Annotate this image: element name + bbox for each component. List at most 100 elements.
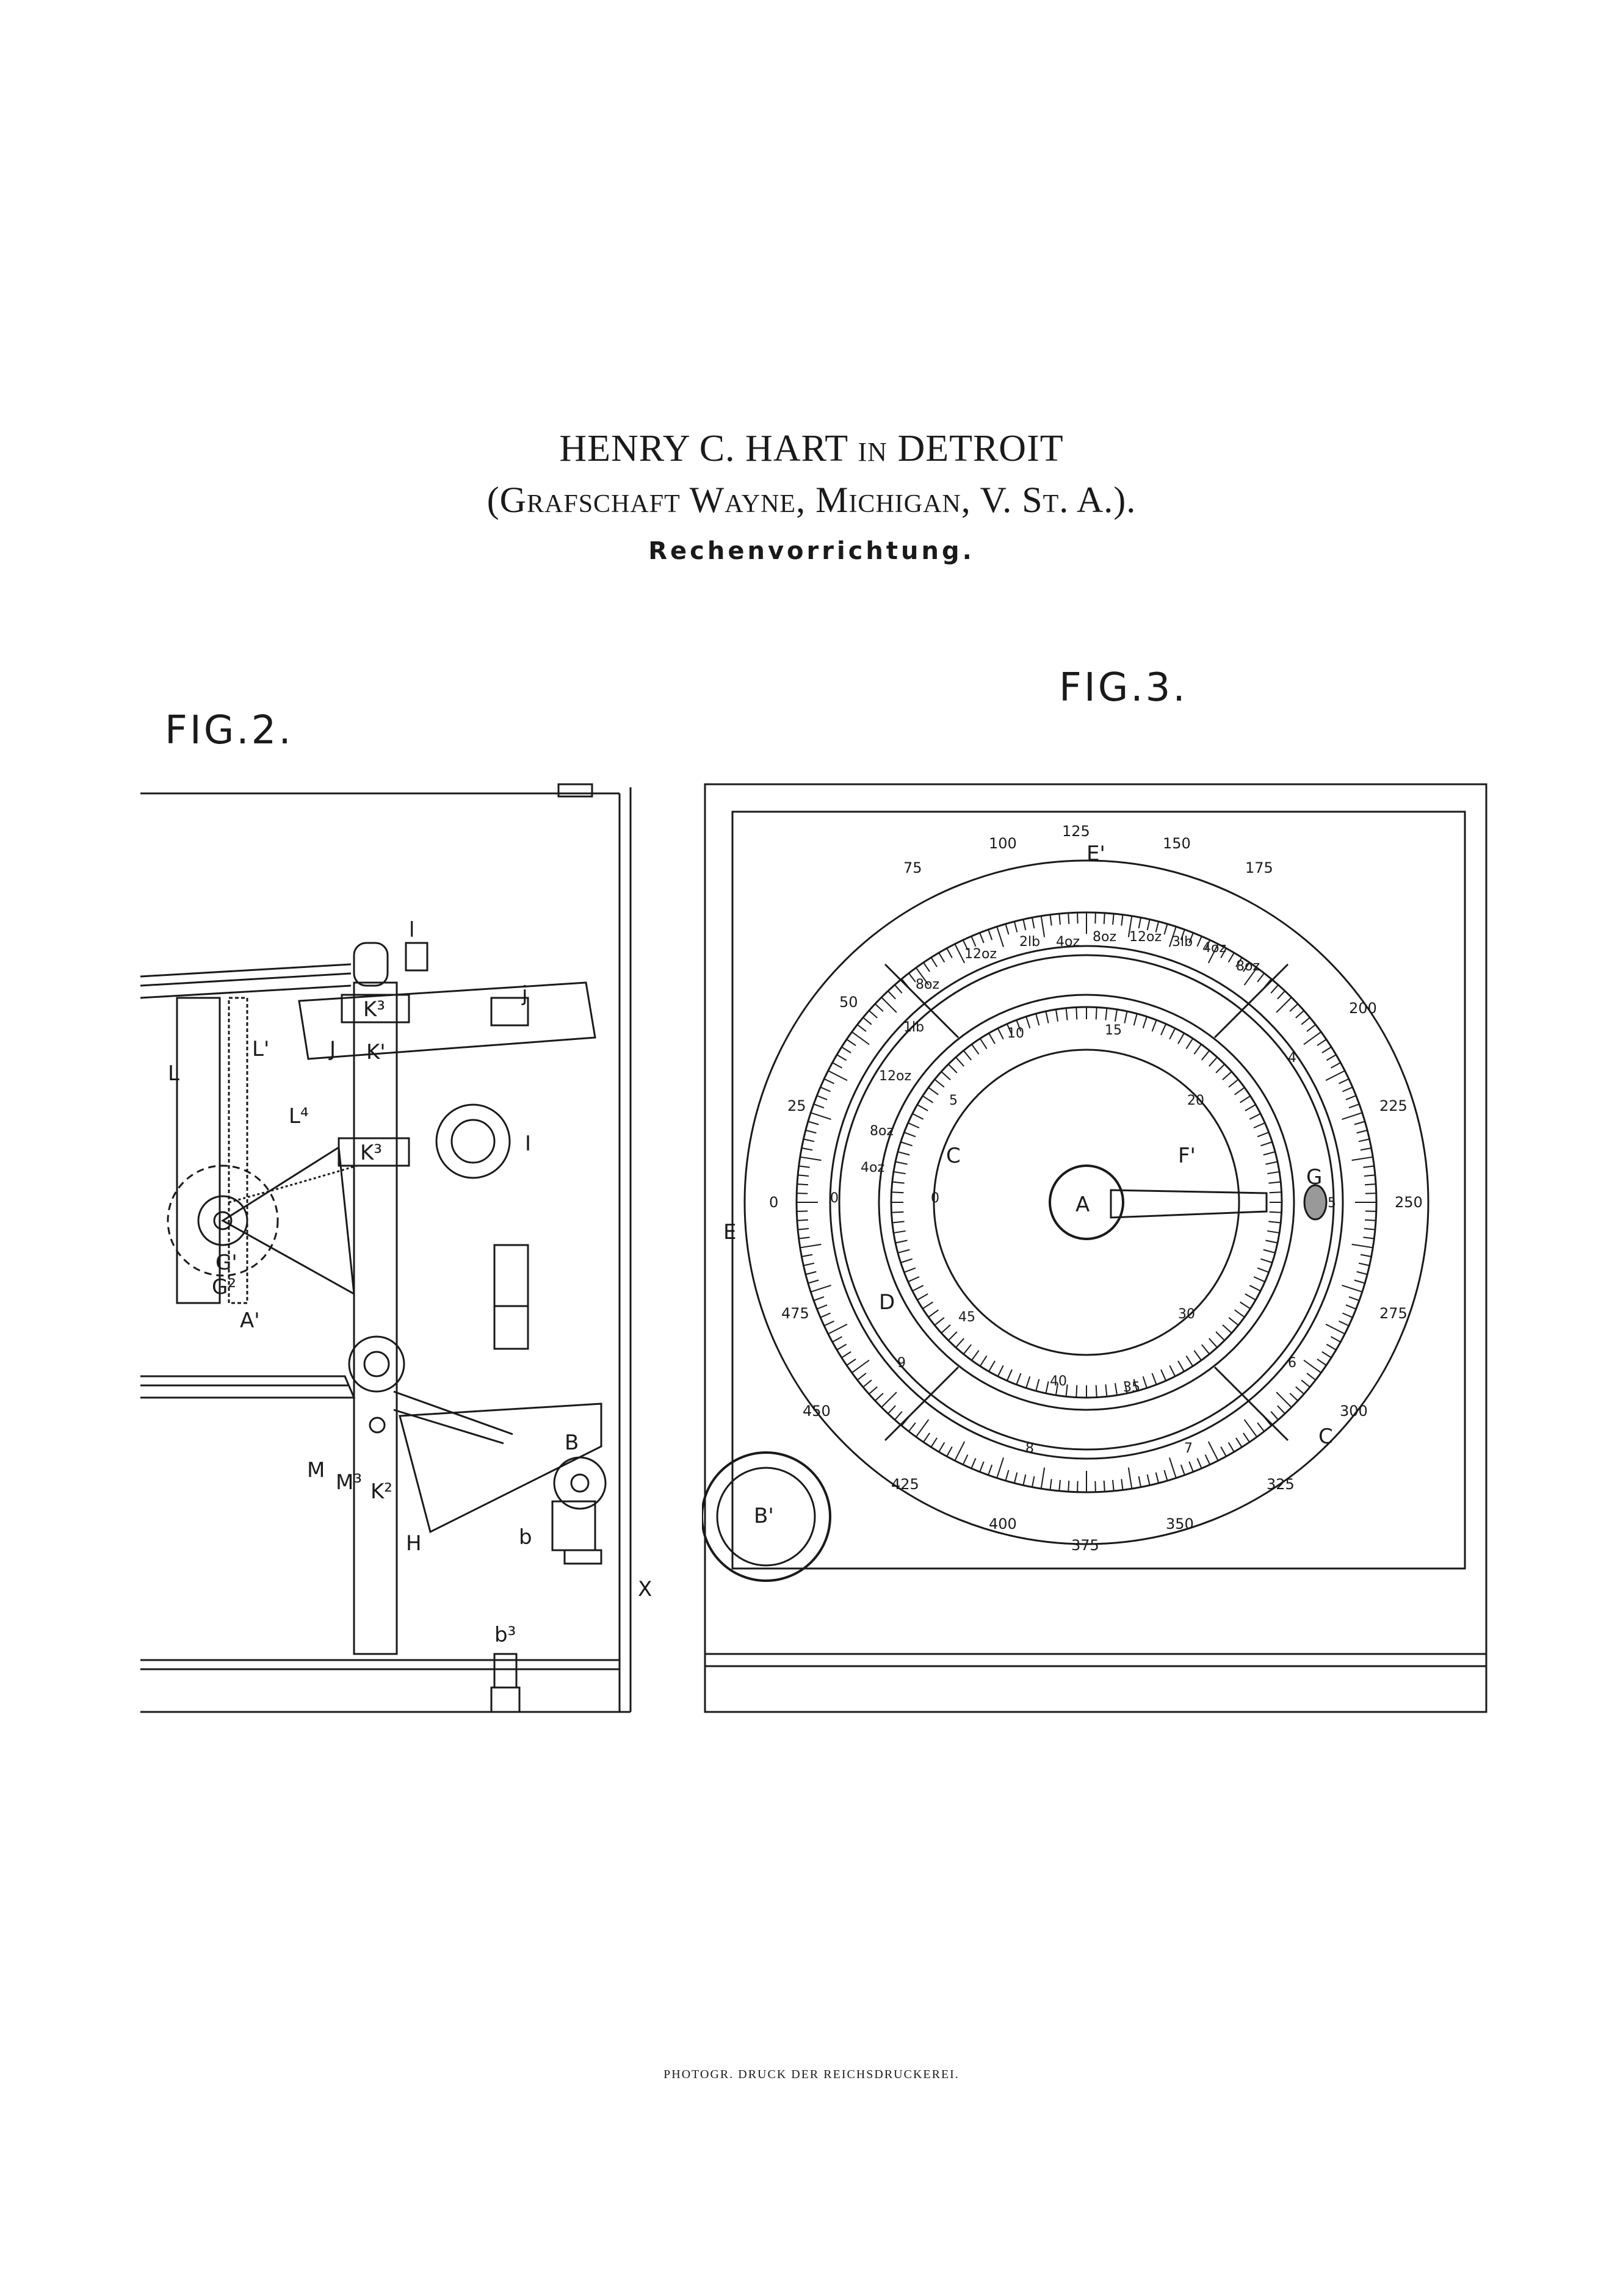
dial-tick (891, 1211, 904, 1213)
fig3-scale-75: 75 (903, 859, 922, 876)
dial-tick (841, 1046, 851, 1053)
dial-tick (1006, 1023, 1013, 1036)
dial-tick (816, 1095, 828, 1100)
dial-tick (908, 973, 916, 983)
dial-tick (963, 1050, 972, 1061)
dial-tick (1243, 1419, 1258, 1437)
dial-tick (1103, 1481, 1105, 1492)
dial-tick (901, 978, 909, 988)
dial-tick (1142, 1376, 1148, 1388)
dial-tick (1260, 1258, 1273, 1263)
dial-tick (810, 1112, 831, 1120)
dial-tick (808, 1279, 819, 1284)
dial-tick (894, 1411, 903, 1420)
dial-tick (1342, 1285, 1363, 1293)
dial-tick (1025, 1376, 1031, 1388)
dial-tick (1201, 1050, 1210, 1061)
dial-tick (1356, 1271, 1368, 1276)
inventor-city: DETROIT (897, 428, 1064, 469)
fig3-scale-350: 350 (1166, 1515, 1194, 1532)
dial-tick (1234, 1309, 1245, 1318)
dial-tick (912, 1113, 924, 1120)
dial-tick (832, 1062, 843, 1069)
dial-tick (1289, 1003, 1298, 1012)
dial-tick (1204, 1454, 1211, 1465)
fig3-drawing: 125 100 150 75 175 50 200 25 225 0 250 4… (702, 783, 1487, 1713)
dial-tick (1006, 1369, 1013, 1381)
dial-tick (1364, 1174, 1375, 1177)
fig3-scale-250: 250 (1395, 1194, 1423, 1211)
dial-tick (828, 1070, 848, 1081)
dial-tick (954, 1441, 966, 1461)
fig3-weight-4oz-c: 4oz (1202, 940, 1226, 956)
fig2-part-X: X (638, 1577, 652, 1601)
fig3-part-B1: B' (754, 1504, 774, 1528)
dial-tick (1325, 1070, 1345, 1081)
dial-tick (1295, 1386, 1304, 1395)
dial-tick (1345, 1095, 1357, 1100)
dial-tick (922, 1301, 933, 1310)
dial-tick (963, 1344, 972, 1355)
fig2-part-K3-lower: K³ (360, 1141, 382, 1165)
dial-tick (1055, 1009, 1059, 1022)
dial-tick (1243, 967, 1258, 986)
dial-tick (1306, 1373, 1316, 1381)
dial-tick (836, 1054, 847, 1061)
dial-tick (1193, 1350, 1202, 1361)
dial-tick (908, 1422, 916, 1432)
dial-tick (1342, 1112, 1363, 1120)
fig3-inner-20: 20 (1187, 1093, 1204, 1108)
dial-tick (979, 932, 985, 944)
fig3-weight-8oz-c: 8oz (1093, 930, 1116, 945)
dial-tick (1208, 1338, 1218, 1348)
dial-tick (1095, 1385, 1097, 1398)
dial-tick (893, 1230, 906, 1234)
fig2-drawing: L L' J K' K³ K³ l j I L⁴ G' G² A' M M³ K… (140, 783, 652, 1713)
dial-tick (948, 1064, 958, 1074)
fig3-weight-12oz-a: 12oz (879, 1069, 911, 1084)
dial-tick (1146, 919, 1151, 931)
fig3-scale-325: 325 (1267, 1476, 1295, 1493)
dial-tick (955, 1056, 965, 1067)
dial-tick (1163, 923, 1168, 935)
fig3-inner-5: 5 (949, 1093, 958, 1108)
dial-tick (797, 1219, 808, 1221)
dial-tick (1220, 1446, 1227, 1457)
dial-tick (912, 1285, 924, 1292)
dial-tick (813, 1103, 825, 1109)
dial-tick (1330, 1062, 1341, 1069)
dial-tick (803, 1138, 815, 1143)
dial-tick (1240, 1095, 1251, 1103)
dial-tick (1114, 1383, 1118, 1396)
dial-tick (1055, 1383, 1059, 1396)
dial-tick (1163, 1470, 1168, 1481)
dial-tick (1267, 1171, 1280, 1175)
dial-tick (808, 1121, 819, 1125)
dial-tick (1155, 1472, 1160, 1484)
dial-tick (1227, 1442, 1235, 1453)
fig3-ring-7: 7 (1184, 1441, 1193, 1456)
dial-tick (1022, 1474, 1027, 1486)
dial-tick (1180, 1464, 1185, 1476)
dial-tick (869, 1386, 878, 1395)
fig3-part-E: E (723, 1220, 736, 1244)
dial-tick (948, 1331, 958, 1341)
fig3-inner-30: 30 (1178, 1307, 1195, 1322)
dial-tick (1196, 936, 1202, 947)
dial-tick (1360, 1147, 1372, 1151)
dial-tick (1045, 1381, 1049, 1394)
fig3-scale-50: 50 (839, 994, 858, 1011)
dial-tick (1185, 1038, 1194, 1049)
dial-tick (805, 1129, 817, 1134)
fig2-part-G1: G' (215, 1251, 237, 1275)
dial-tick (1253, 1276, 1265, 1283)
fig3-scale-150: 150 (1163, 835, 1191, 852)
invention-title: Rechenvorrichtung. (648, 537, 975, 565)
fig3-part-D: D (879, 1290, 895, 1315)
dial-tick (1169, 1365, 1176, 1377)
dial-tick (988, 929, 993, 940)
dial-tick (1277, 1405, 1285, 1414)
dial-tick (1094, 912, 1096, 924)
dial-tick (1257, 973, 1265, 983)
fig2-part-l: l (409, 918, 414, 942)
